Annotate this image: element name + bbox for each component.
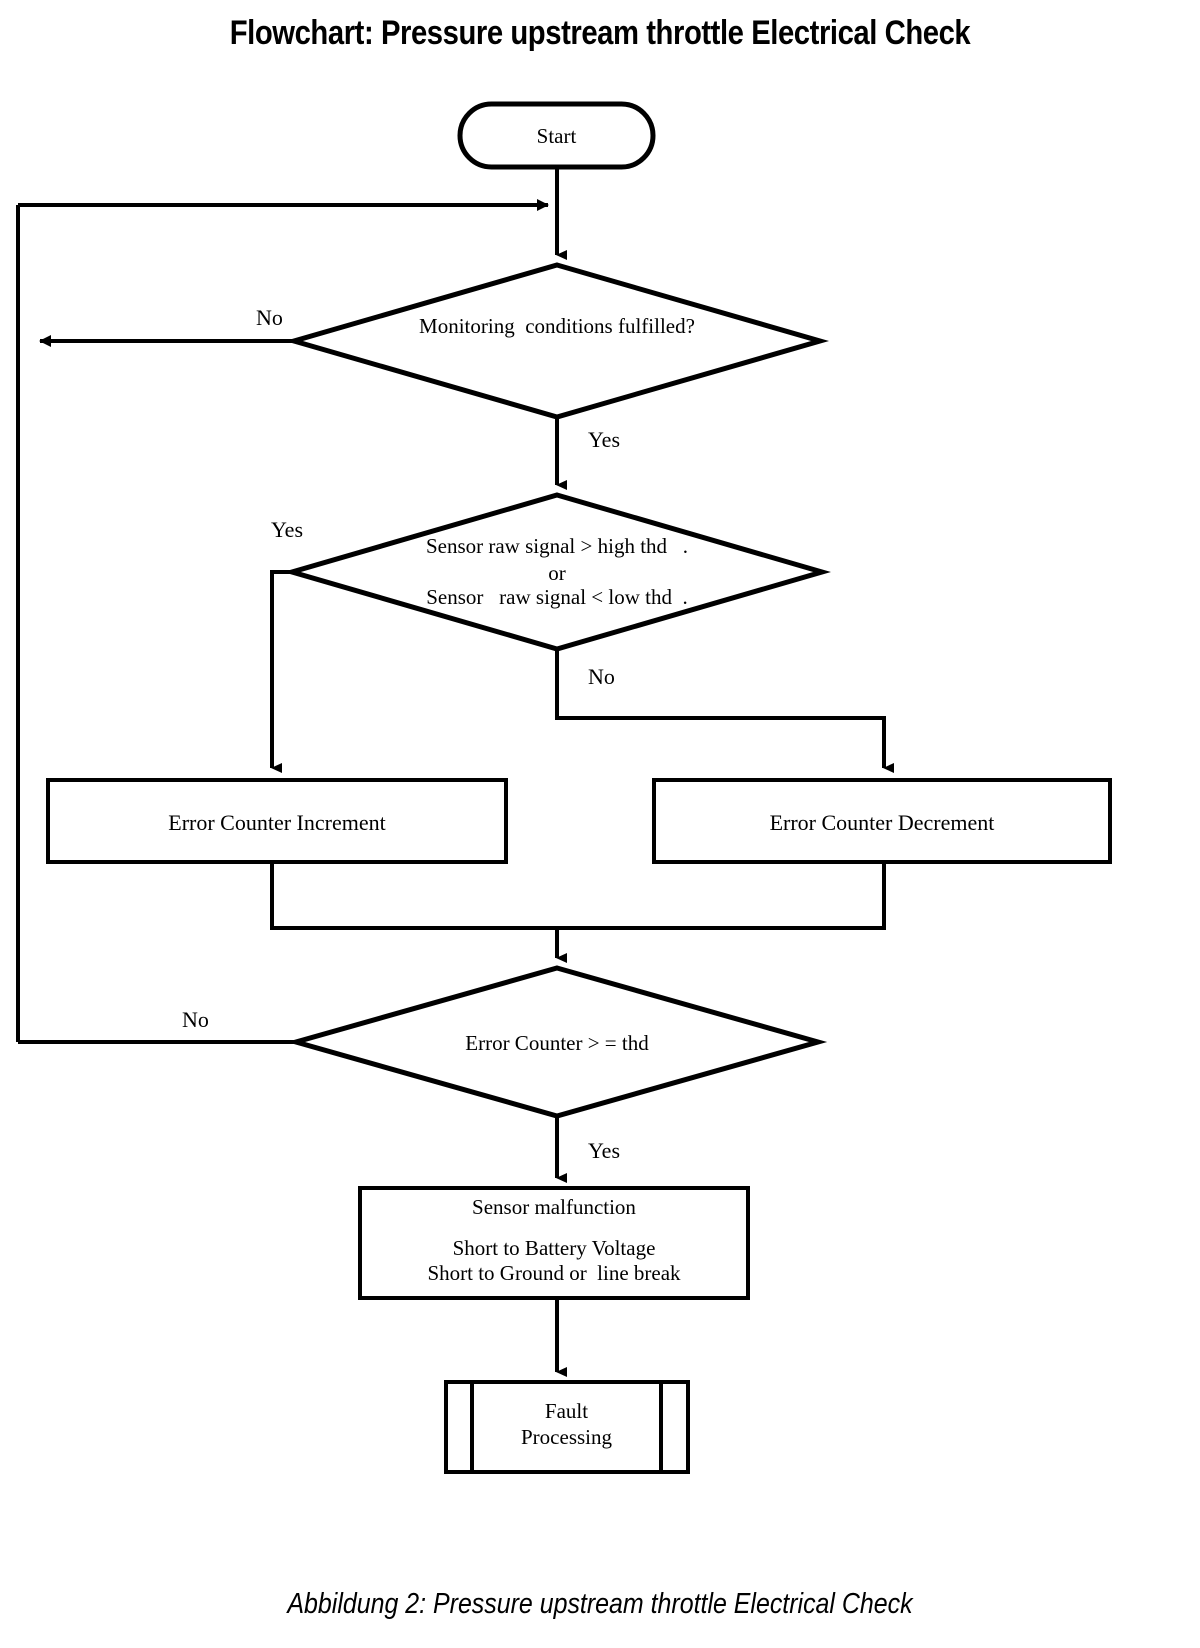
node-malf-shape xyxy=(358,1186,750,1300)
page-title: Flowchart: Pressure upstream throttle El… xyxy=(229,14,971,52)
figure-caption: Abbildung 2: Pressure upstream throttle … xyxy=(287,1588,913,1620)
node-ctr-shape xyxy=(286,965,828,1119)
node-thd-shape xyxy=(283,492,831,652)
edge-dec-to-ctr xyxy=(557,862,886,930)
node-start-shape xyxy=(457,101,656,170)
node-cond-shape xyxy=(284,262,830,420)
node-inc-shape xyxy=(46,778,508,864)
edge-thd-yes xyxy=(270,570,292,773)
node-fault-shape xyxy=(444,1380,690,1474)
edge-inc-to-ctr xyxy=(270,862,557,930)
node-dec-shape xyxy=(652,778,1112,864)
edge-thd-no xyxy=(555,649,894,773)
